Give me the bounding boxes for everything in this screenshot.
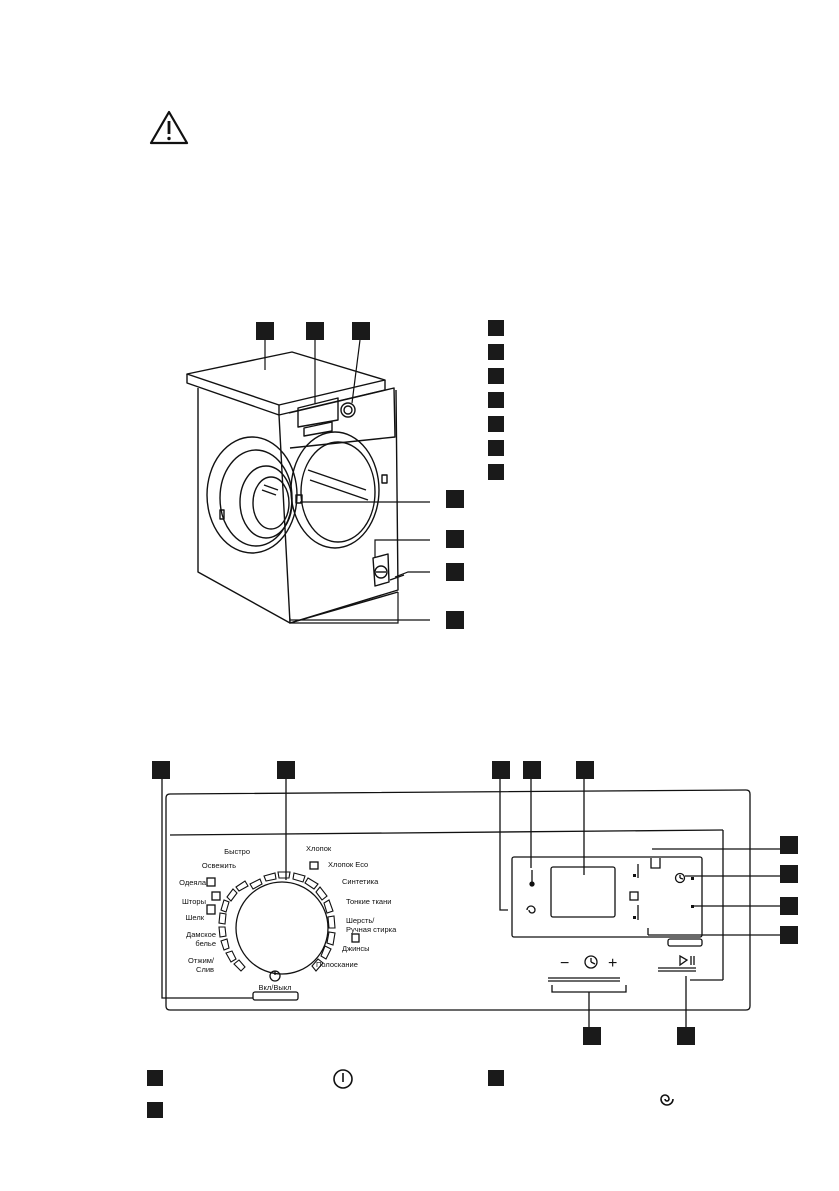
time-minus-sign: − — [560, 955, 569, 972]
callout-1 — [256, 322, 274, 340]
program-label-lingerie-1: Дамское — [186, 930, 216, 939]
control-panel-illustration: Быстро Освежить Одеяла Шторы Шелк Дамско… — [161, 770, 780, 1037]
legend-square-4 — [488, 392, 504, 408]
legend-square-1 — [488, 320, 504, 336]
time-plus-sign: + — [608, 955, 617, 972]
spin-icon — [660, 1094, 674, 1106]
program-label-curtains: Шторы — [182, 897, 206, 906]
callout-7 — [446, 611, 464, 629]
callout-5 — [446, 530, 464, 548]
panel-callout-10 — [583, 1027, 601, 1045]
warning-triangle-icon — [149, 110, 189, 145]
program-label-spin-2: Слив — [196, 965, 214, 974]
program-label-cotton: Хлопок — [306, 844, 332, 853]
bottom-legend-square-2 — [147, 1102, 163, 1118]
panel-callout-7 — [780, 865, 798, 883]
legend-square-2 — [488, 344, 504, 360]
program-label-silk: Шелк — [186, 913, 205, 922]
onoff-label: Вкл/Выкл — [259, 983, 292, 992]
program-label-quick: Быстро — [224, 847, 250, 856]
callout-2 — [306, 322, 324, 340]
legend-square-6 — [488, 440, 504, 456]
callout-4 — [446, 490, 464, 508]
panel-callout-5 — [576, 761, 594, 779]
legend-square-7 — [488, 464, 504, 480]
program-label-wool-2: Ручная стирка — [346, 925, 397, 934]
panel-callout-6 — [780, 836, 798, 854]
panel-callout-4 — [523, 761, 541, 779]
program-label-jeans: Джинсы — [342, 944, 370, 953]
program-label-synthetics: Синтетика — [342, 877, 379, 886]
panel-callout-9 — [780, 926, 798, 944]
callout-6 — [446, 563, 464, 581]
panel-callout-8 — [780, 897, 798, 915]
program-label-lingerie-2: белье — [195, 939, 216, 948]
bottom-legend-square-3 — [488, 1070, 504, 1086]
bottom-legend-square-1 — [147, 1070, 163, 1086]
callout-3 — [352, 322, 370, 340]
program-label-rinse: Полоскание — [316, 960, 358, 969]
washing-machine-illustration — [186, 340, 430, 624]
panel-callout-3 — [492, 761, 510, 779]
panel-callout-2 — [277, 761, 295, 779]
program-label-refresh: Освежить — [202, 861, 236, 870]
program-label-spin-1: Отжим/ — [188, 956, 215, 965]
program-label-cotton-eco: Хлопок Eco — [328, 860, 368, 869]
program-label-delicates: Тонкие ткани — [346, 897, 391, 906]
program-label-wool-1: Шерсть/ — [346, 916, 375, 925]
legend-square-3 — [488, 368, 504, 384]
program-label-duvet: Одеяла — [179, 878, 207, 887]
panel-callout-1 — [152, 761, 170, 779]
panel-callout-11 — [677, 1027, 695, 1045]
legend-square-5 — [488, 416, 504, 432]
power-icon — [333, 1069, 353, 1089]
